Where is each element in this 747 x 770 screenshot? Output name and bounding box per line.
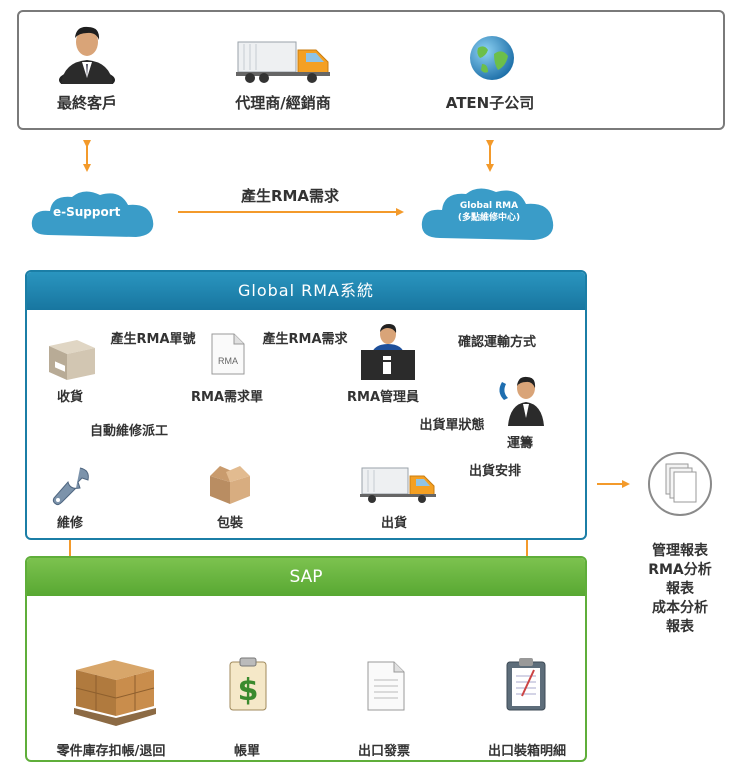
generate-rma-number-label: 產生RMA單號 (110, 332, 196, 347)
rma-request-form-label: RMA需求單 (190, 390, 264, 405)
sap-box: SAP (25, 556, 587, 762)
global-rma-system-box: Global RMA系統 (25, 270, 587, 540)
shipping-label: 出貨 (380, 516, 408, 531)
confirm-shipping-label: 確認運輸方式 (457, 335, 537, 350)
generate-rma-request-label: 產生RMA需求 (262, 332, 348, 347)
document-icon: RMA (211, 333, 245, 375)
stakeholders-box (17, 10, 725, 130)
global-rma-cloud (421, 188, 554, 240)
global-rma-line1: Global RMA (459, 201, 519, 211)
bill-label: 帳單 (233, 744, 261, 759)
management-reports-line1: 管理報表 (652, 543, 708, 559)
sap-title: SAP (27, 558, 585, 596)
logistics-person-icon (499, 376, 544, 426)
repair-label: 維修 (56, 516, 84, 531)
bill-icon: $ (229, 657, 267, 711)
rma-doc-icon-text: RMA (218, 356, 238, 366)
package-icon (49, 340, 95, 380)
packing-label: 包裝 (216, 516, 244, 531)
aten-subsidiary-label: ATEN子公司 (445, 94, 535, 112)
packing-list-label: 出口裝箱明細 (487, 744, 567, 759)
rma-system-title: Global RMA系統 (27, 272, 585, 310)
open-box-icon (210, 466, 250, 504)
global-rma-line2: (多點維修中心) (457, 213, 521, 223)
shipping-status-label: 出貨單狀態 (419, 418, 485, 433)
globe-icon (470, 36, 514, 80)
rma-manager-label: RMA管理員 (346, 390, 420, 405)
e-support-text: e-Support (53, 205, 121, 219)
auto-repair-dispatch-label: 自動維修派工 (90, 424, 169, 439)
person-icon (59, 26, 115, 84)
reports-icon (648, 452, 712, 516)
shipping-truck-icon (360, 467, 436, 503)
management-reports-line2: RMA分析報表 (648, 562, 712, 597)
management-reports: 管理報表 RMA分析報表 成本分析報表 (647, 542, 714, 637)
invoice-document-icon (367, 661, 405, 711)
management-reports-line3: 成本分析報表 (652, 600, 708, 635)
manager-icon (361, 324, 415, 380)
end-customer-label: 最終客戶 (56, 94, 118, 112)
parts-inventory-label: 零件庫存扣帳/退回 (56, 744, 166, 759)
logistics-label: 運籌 (506, 436, 534, 451)
generate-rma-request-top: 產生RMA需求 (240, 187, 340, 205)
svg-text:$: $ (238, 673, 259, 708)
clipboard-icon (506, 658, 546, 711)
inventory-pallet-icon (74, 660, 156, 726)
agent-distributor-label: 代理商/經銷商 (235, 94, 331, 112)
shipping-arrange-label: 出貨安排 (468, 464, 522, 479)
receiving-label: 收貨 (56, 390, 84, 405)
truck-icon (236, 41, 330, 83)
global-rma-cloud-text: Global RMA (多點維修中心) (458, 200, 520, 224)
export-invoice-label: 出口發票 (357, 744, 411, 759)
wrench-icon (52, 467, 89, 506)
e-support-cloud (31, 191, 154, 237)
